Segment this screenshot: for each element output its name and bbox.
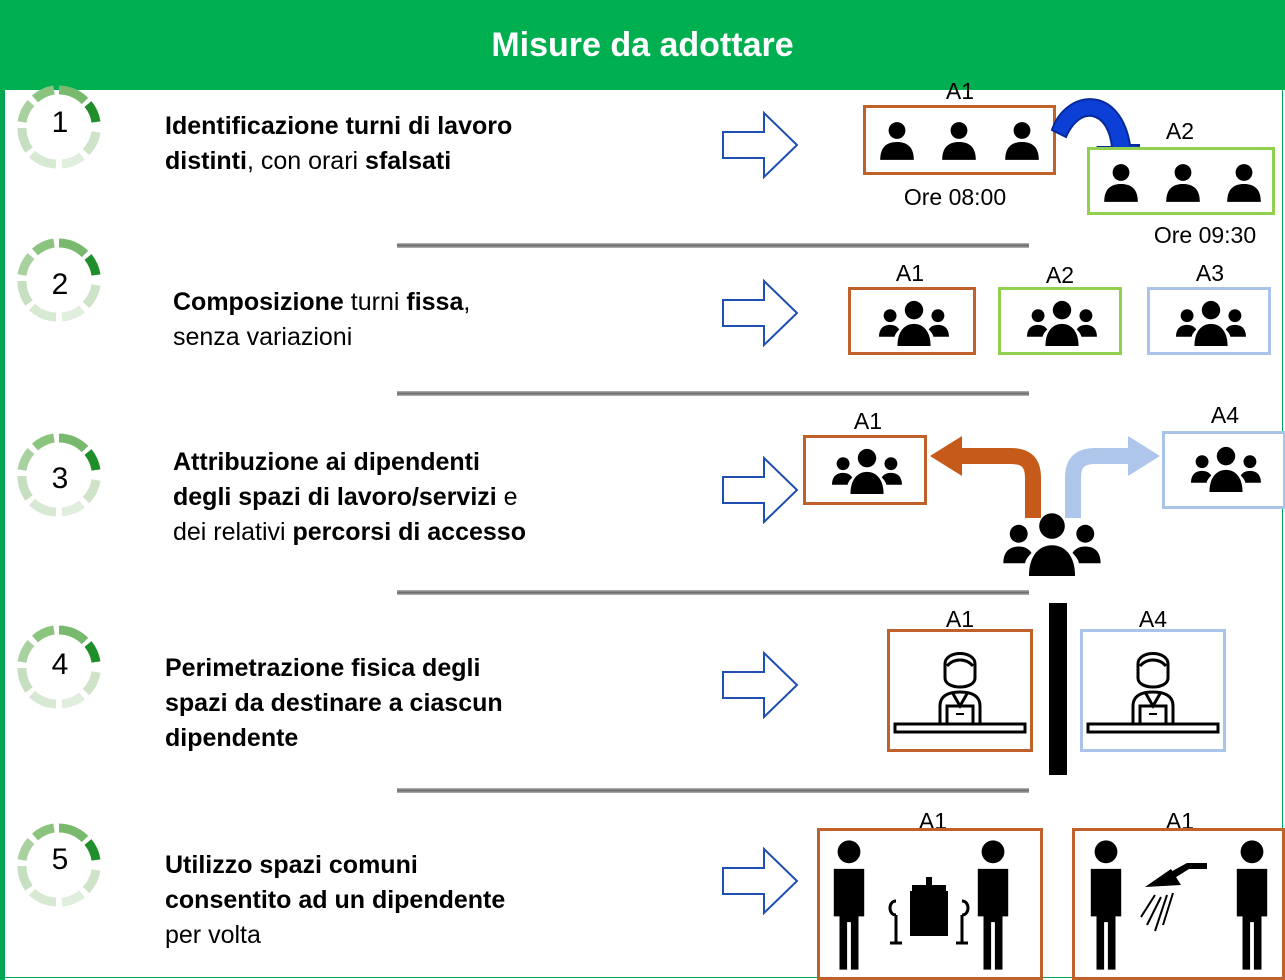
area-label: A1	[945, 606, 975, 632]
person-icon	[876, 120, 918, 162]
step-number: 1	[51, 106, 69, 139]
step-number: 3	[51, 462, 69, 495]
area-label: A4	[1210, 402, 1240, 428]
person-icon	[1223, 162, 1265, 204]
step-number: 4	[51, 648, 69, 681]
dining-table-icon	[888, 877, 970, 945]
description-segment: Perimetrazione fisica degli	[165, 654, 481, 682]
person-icon	[1001, 120, 1043, 162]
description-segment: dipendente	[165, 724, 299, 752]
team-box-a3	[1147, 287, 1271, 355]
step-description: Perimetrazione fisica degli spazi da dest…	[165, 651, 503, 756]
description-line: Identificazione turni di lavoro	[165, 109, 512, 144]
description-line: dipendente	[165, 721, 503, 756]
person-icon	[1087, 835, 1125, 975]
description-segment: consentito ad un dipendente	[165, 886, 506, 914]
separator	[397, 391, 1029, 396]
separator	[397, 788, 1029, 793]
description-segment: per volta	[165, 921, 261, 949]
description-segment: senza variazioni	[173, 323, 353, 351]
group-icon	[829, 448, 905, 494]
description-segment: , con orari	[246, 147, 366, 175]
description-segment: turni	[343, 288, 407, 316]
description-segment: Identificazione turni di lavoro	[165, 112, 513, 140]
group-icon	[1173, 300, 1249, 346]
description-line: distinti, con orari sfalsati	[165, 144, 512, 179]
description-line: per volta	[165, 918, 505, 953]
group-icon	[997, 512, 1107, 576]
hollow-right-arrow-icon	[720, 455, 800, 525]
left-border	[0, 90, 5, 980]
hollow-right-arrow-icon	[720, 278, 800, 348]
area-label: A2	[1165, 118, 1195, 144]
description-line: senza variazioni	[173, 320, 470, 355]
worker-at-desk-icon	[890, 644, 1030, 744]
description-segment: spazi da destinare a ciascun	[165, 689, 503, 717]
step-description: Attribuzione ai dipendenti degli spazi di…	[173, 445, 526, 550]
step-description: Identificazione turni di lavoro distinti,…	[165, 109, 512, 179]
description-segment: ,	[463, 288, 471, 316]
hollow-right-arrow-icon	[720, 846, 800, 916]
description-segment: distinti	[165, 147, 247, 175]
person-icon	[938, 120, 980, 162]
separator	[397, 590, 1029, 595]
area-label: A3	[1195, 260, 1225, 286]
area-label: A4	[1138, 606, 1168, 632]
description-segment: percorsi di accesso	[292, 518, 526, 546]
area-label: A1	[853, 408, 883, 434]
step-description: Utilizzo spazi comuni consentito ad un di…	[165, 848, 505, 953]
team-box-a2	[998, 287, 1122, 355]
description-line: dei relativi percorsi di accesso	[173, 515, 526, 550]
hollow-right-arrow-icon	[720, 650, 800, 720]
person-icon	[1233, 835, 1271, 975]
description-line: Attribuzione ai dipendenti	[173, 445, 526, 480]
description-line: degli spazi di lavoro/servizi e	[173, 480, 526, 515]
path-arrows-icon	[930, 436, 1160, 518]
space-box-a4	[1162, 431, 1285, 509]
header-title: Misure da adottare	[0, 0, 1285, 90]
description-segment: Attribuzione ai dipendenti	[173, 448, 480, 476]
worker-at-desk-icon	[1083, 644, 1223, 744]
common-space-dining	[817, 828, 1043, 980]
step-number: 5	[51, 843, 69, 876]
shift-box-a2	[1087, 147, 1275, 215]
separator	[397, 243, 1029, 248]
person-icon	[974, 835, 1012, 975]
group-icon	[1024, 300, 1100, 346]
description-segment: Utilizzo spazi comuni	[165, 851, 418, 879]
shift-time: Ore 09:30	[1153, 222, 1257, 248]
space-box-a1	[803, 435, 927, 505]
description-line: Perimetrazione fisica degli	[165, 651, 503, 686]
description-segment: fissa	[406, 288, 464, 316]
area-label: A1	[945, 78, 975, 104]
description-segment: Composizione	[173, 288, 344, 316]
group-icon	[1188, 446, 1264, 492]
hollow-right-arrow-icon	[720, 110, 800, 180]
area-label: A1	[895, 260, 925, 286]
area-label: A2	[1045, 262, 1075, 288]
partition-wall	[1049, 603, 1067, 775]
team-box-a1	[848, 287, 976, 355]
group-icon	[876, 300, 952, 346]
description-line: spazi da destinare a ciascun	[165, 686, 503, 721]
common-space-shower	[1072, 828, 1285, 980]
step-number: 2	[51, 268, 69, 301]
description-segment: dei relativi	[173, 518, 293, 546]
workspace-box-a4	[1080, 629, 1226, 752]
shift-time: Ore 08:00	[903, 184, 1007, 210]
description-line: Utilizzo spazi comuni	[165, 848, 505, 883]
workspace-box-a1	[887, 629, 1033, 752]
description-segment: degli spazi di lavoro/servizi	[173, 483, 497, 511]
description-line: Composizione turni fissa,	[173, 285, 470, 320]
person-icon	[830, 835, 868, 975]
step-description: Composizione turni fissa, senza variazion…	[173, 285, 470, 355]
person-icon	[1162, 162, 1204, 204]
person-icon	[1100, 162, 1142, 204]
shift-box-a1	[863, 105, 1056, 175]
description-segment: sfalsati	[365, 147, 452, 175]
description-segment: e	[496, 483, 518, 511]
shower-icon	[1140, 863, 1207, 932]
description-line: consentito ad un dipendente	[165, 883, 505, 918]
